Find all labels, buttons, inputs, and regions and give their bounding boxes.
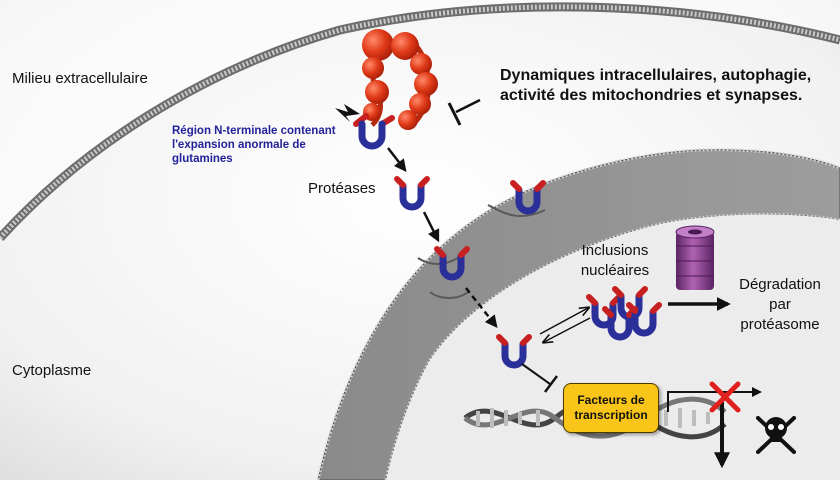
title-line-1: Dynamiques intracellulaires, autophagie,	[500, 67, 812, 84]
nterm-label-2: l'expansion anormale de	[172, 139, 306, 151]
tf-label-1: Facteurs de	[577, 393, 645, 407]
cross-icon	[709, 381, 741, 413]
inclusions-label-2: nucléaires	[580, 262, 650, 279]
equilibrium-arrows	[539, 308, 590, 342]
title-line-2: activité des mitochondries et synapses.	[500, 87, 803, 104]
skull-crossbones-icon	[756, 416, 796, 454]
extracellular-label: Milieu extracellulaire	[12, 70, 148, 87]
cytoplasm-label: Cytoplasme	[12, 362, 92, 379]
tf-label-2: transcription	[574, 408, 648, 422]
degradation-label-3: protéasome	[740, 316, 820, 333]
proteasome-icon	[675, 225, 715, 290]
huntingtin-protein	[353, 29, 438, 150]
nterm-label-1: Région N-terminale contenant	[172, 125, 336, 137]
degradation-label-2: par	[769, 296, 791, 313]
inhibition-icon	[447, 98, 481, 126]
lightning-icon	[335, 104, 360, 122]
fragment-cascade	[387, 147, 543, 365]
nterm-label-3: glutamines	[172, 153, 233, 165]
inclusions-label-1: Inclusions	[581, 242, 649, 259]
proteases-label: Protéases	[308, 180, 376, 197]
transcription-factors-box: Facteurs de transcription	[563, 383, 659, 433]
tf-inhibition	[521, 363, 558, 393]
plasma-membrane	[0, 0, 840, 242]
degradation-label-1: Dégradation	[739, 276, 821, 293]
